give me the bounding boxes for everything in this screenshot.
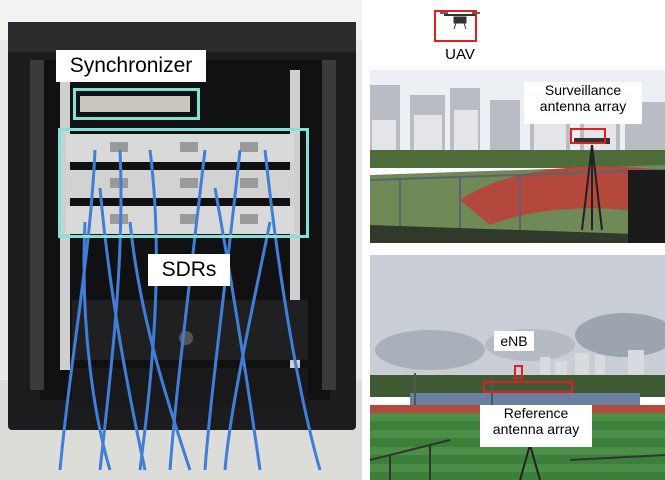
enb-marker-box xyxy=(514,365,523,379)
reference-array-marker-box xyxy=(483,381,573,393)
uav-marker-box xyxy=(434,10,477,42)
rack-photo: Synchronizer SDRs xyxy=(0,0,362,480)
surveillance-array-label: Surveillance antenna array xyxy=(524,82,642,124)
reference-array-label: Reference antenna array xyxy=(480,405,592,447)
surveillance-array-label-line1: Surveillance xyxy=(544,82,622,98)
enb-label: eNB xyxy=(494,331,534,351)
uav-label: UAV xyxy=(434,45,486,65)
reference-array-label-line2: antenna array xyxy=(492,421,580,438)
synchronizer-label: Synchronizer xyxy=(56,50,206,82)
sdrs-label: SDRs xyxy=(148,254,230,286)
reference-site-photo: eNB Reference antenna array xyxy=(370,255,665,480)
surveillance-array-marker-box xyxy=(570,128,606,144)
surveillance-array-label-line2: antenna array xyxy=(539,98,627,115)
reference-array-label-line1: Reference xyxy=(503,405,569,421)
rack-illustration xyxy=(0,0,362,480)
uav-drone-icon xyxy=(440,12,480,30)
surveillance-site-photo: UAV Surveillance antenna array xyxy=(370,0,665,243)
sdrs-highlight-box xyxy=(58,128,309,238)
synchronizer-highlight-box xyxy=(73,88,200,120)
